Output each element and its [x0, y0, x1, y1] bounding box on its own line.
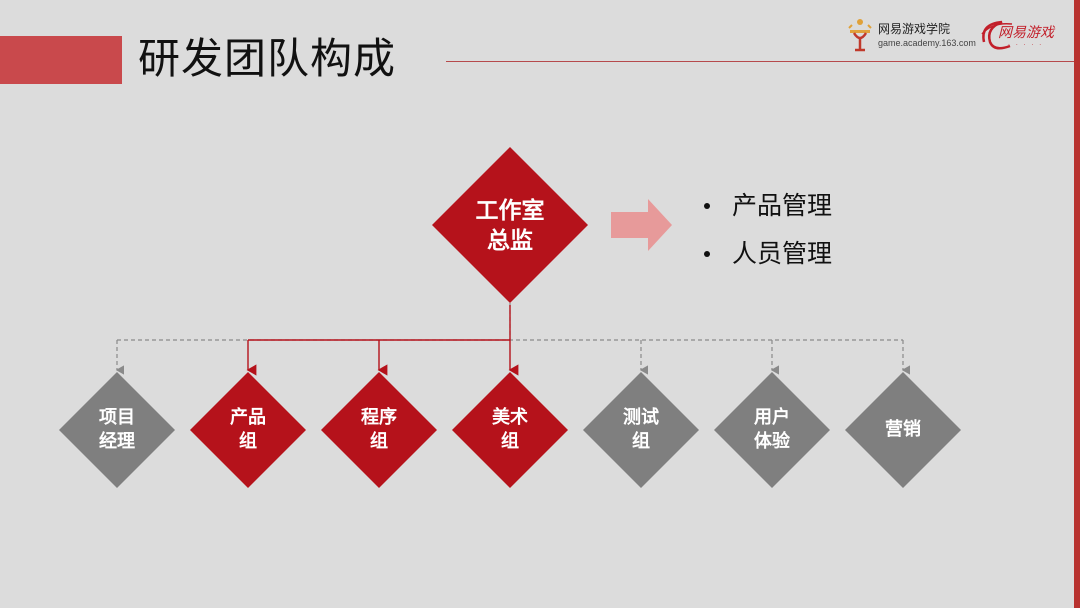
group-diamond	[714, 372, 830, 488]
duty-item: 产品管理	[700, 182, 900, 230]
group-label: 用户体验	[714, 372, 830, 488]
group-diamond	[321, 372, 437, 488]
duty-text: 产品管理	[732, 191, 833, 220]
director-line1: 工作室	[475, 198, 545, 224]
bullet-dot-icon	[704, 251, 710, 257]
right-edge-stripe	[1074, 0, 1080, 608]
group-label-line1: 产品	[230, 407, 266, 428]
group-label: 程序组	[321, 372, 437, 488]
netease-games-brand: 网易游戏	[998, 25, 1054, 41]
academy-name: 网易游戏学院	[878, 22, 951, 36]
group-label-line2: 体验	[754, 431, 790, 452]
group-label-line1: 用户	[754, 407, 790, 428]
group-label-line2: 经理	[99, 431, 135, 452]
director-label: 工作室 总监	[434, 150, 586, 302]
group-label-line2: 组	[370, 431, 388, 452]
bullet-dot-icon	[704, 203, 710, 209]
netease-games-sub: · · · · ·	[1008, 42, 1044, 49]
netease-games-swirl-icon	[981, 20, 1013, 50]
group-label: 产品组	[190, 372, 306, 488]
group-label-line1: 测试	[623, 407, 659, 428]
group-diamond	[190, 372, 306, 488]
group-label-line2: 组	[239, 431, 257, 452]
group-label-line1: 程序	[361, 407, 397, 428]
group-label: 测试组	[583, 372, 699, 488]
academy-emblem-icon	[848, 19, 872, 52]
group-label-line1: 美术	[492, 407, 528, 428]
director-duties-list: 产品管理 人员管理	[700, 182, 900, 278]
group-label-line2: 组	[501, 431, 519, 452]
academy-url: game.academy.163.com	[878, 38, 976, 48]
group-label-line1: 营销	[885, 419, 921, 440]
group-diamond	[452, 372, 568, 488]
netease-academy-logo: 网易游戏学院 game.academy.163.com	[846, 16, 976, 56]
group-label-line2: 组	[632, 431, 650, 452]
director-diamond	[432, 147, 588, 303]
title-accent-bar	[0, 36, 122, 84]
right-arrow-icon	[611, 199, 672, 251]
group-diamond	[845, 372, 961, 488]
group-diamond	[583, 372, 699, 488]
group-label-line1: 项目	[99, 407, 135, 428]
group-diamond	[59, 372, 175, 488]
netease-games-logo: 网易游戏 · · · · ·	[978, 16, 1068, 56]
group-label: 项目经理	[59, 372, 175, 488]
director-line2: 总监	[487, 228, 533, 254]
group-label: 美术组	[452, 372, 568, 488]
duty-text: 人员管理	[732, 239, 833, 268]
title-divider	[446, 61, 1076, 62]
duty-item: 人员管理	[700, 230, 900, 278]
group-label: 营销	[845, 372, 961, 488]
slide-title: 研发团队构成	[138, 34, 397, 83]
